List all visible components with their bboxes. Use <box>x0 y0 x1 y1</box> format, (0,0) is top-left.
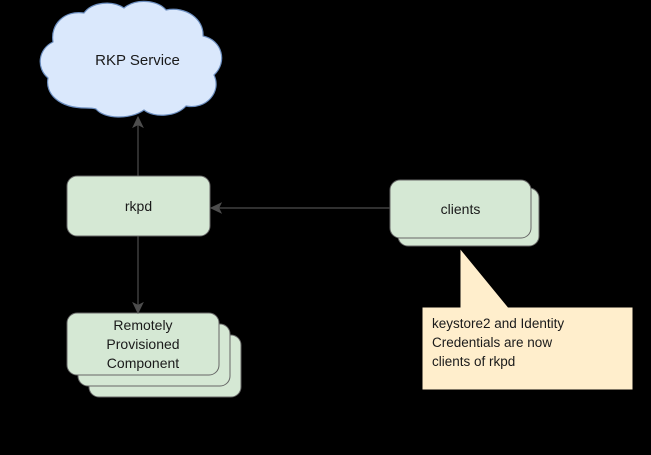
node-clients[interactable] <box>389 179 540 247</box>
callout-pointer <box>460 249 513 313</box>
edge-clients-to-rkpd <box>209 202 390 214</box>
callout-text: keystore2 and Identity Credentials are n… <box>432 316 565 369</box>
node-remotely-provisioned-component[interactable] <box>66 312 242 398</box>
edge-rkpd-to-rkp-service <box>132 115 144 176</box>
edge-rkpd-to-rpc <box>132 236 144 315</box>
callout-box[interactable] <box>422 307 633 390</box>
node-rkp-service[interactable] <box>39 0 223 118</box>
node-rkpd[interactable] <box>66 175 211 237</box>
